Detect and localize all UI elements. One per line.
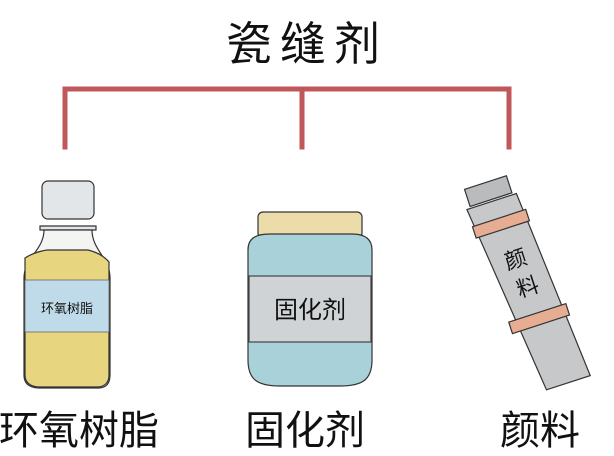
paint-tube-icon [463, 174, 592, 391]
jar-label-text: 固化剂 [274, 296, 346, 324]
item-label-curing-agent: 固化剂 [245, 408, 365, 454]
bottle-icon [23, 180, 111, 389]
jar-icon [247, 211, 373, 387]
item-label-epoxy-resin: 环氧树脂 [0, 408, 159, 454]
item-label-pigment: 颜料 [500, 408, 580, 454]
diagram-title: 瓷缝剂 [226, 17, 388, 71]
bottle-label-text: 环氧树脂 [41, 302, 93, 317]
bracket-connector [62, 86, 512, 150]
